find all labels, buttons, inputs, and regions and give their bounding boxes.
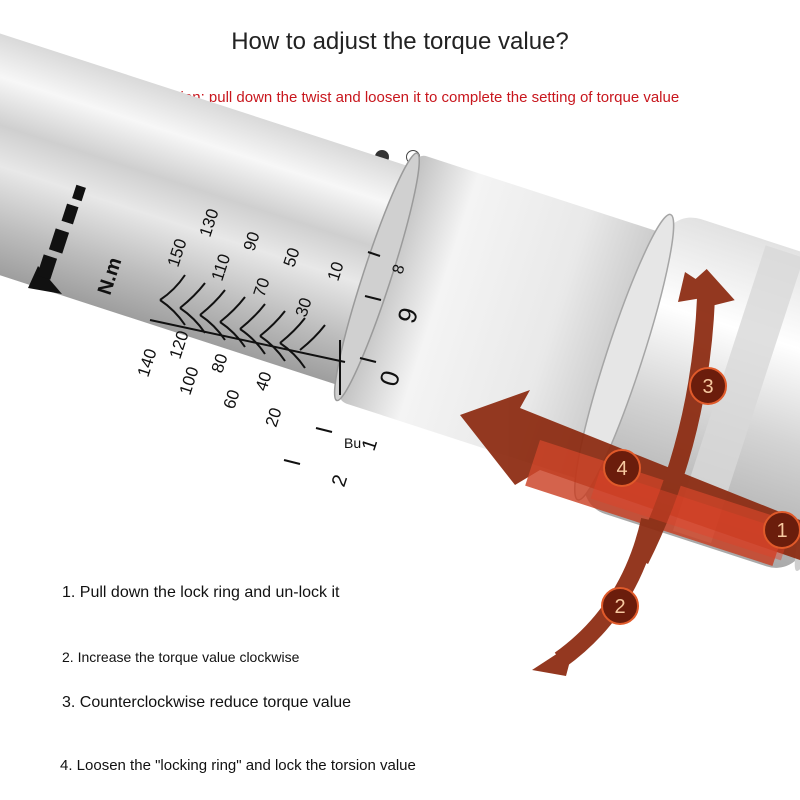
scale-ticks: [149, 274, 346, 395]
page-subtitle: Simple operation: pull down the twist an…: [88, 89, 680, 106]
scale-label-bottom: 120: [166, 328, 193, 361]
scale-label-top: 50: [280, 245, 304, 269]
scale-label-bottom: 140: [134, 346, 161, 379]
arrow-2-icon: [554, 518, 659, 668]
dial-label: 2: [328, 472, 352, 489]
dial-label: 1: [358, 436, 382, 453]
dial-labels: 8 9 0 1 2: [328, 262, 424, 489]
scale-label-top: 30: [292, 295, 316, 319]
scale-label-bottom: 80: [208, 351, 232, 375]
scale-label-bottom: 100: [176, 364, 203, 397]
scale-label-top: 70: [250, 275, 274, 299]
scale-label-top: 90: [240, 229, 264, 253]
scale-label-top: 10: [324, 259, 348, 283]
page-title: How to adjust the torque value?: [231, 28, 569, 55]
scale-label-bottom: 60: [220, 387, 244, 411]
dial-marker-label: Bu: [344, 435, 361, 451]
direction-arrow-icon: [28, 184, 86, 294]
step-badge-4: 4: [616, 458, 627, 480]
scale-label-bottom: 40: [252, 369, 276, 393]
scale-label-bottom: 20: [262, 405, 286, 429]
step-badge-2: 2: [614, 596, 625, 618]
step-badges: 3 4 1 2: [601, 367, 800, 625]
step-badge-3: 3: [702, 376, 713, 398]
step-badge-1: 1: [776, 520, 787, 542]
